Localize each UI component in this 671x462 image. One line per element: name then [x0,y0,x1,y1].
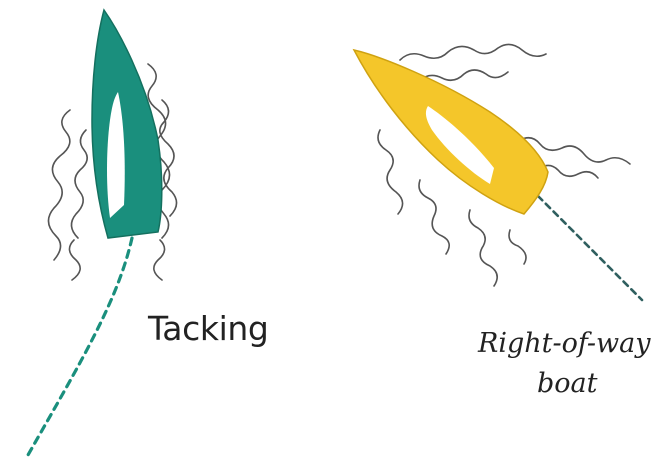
right-of-way-wake-line [538,196,642,300]
tacking-boat-group [28,10,177,455]
tacking-label: Tacking [147,309,268,348]
right-of-way-label-line1: Right-of-way [477,328,651,359]
right-of-way-label-line2: boat [537,368,598,399]
tacking-boat-hull [92,10,162,238]
right-of-way-boat-group [354,44,642,300]
